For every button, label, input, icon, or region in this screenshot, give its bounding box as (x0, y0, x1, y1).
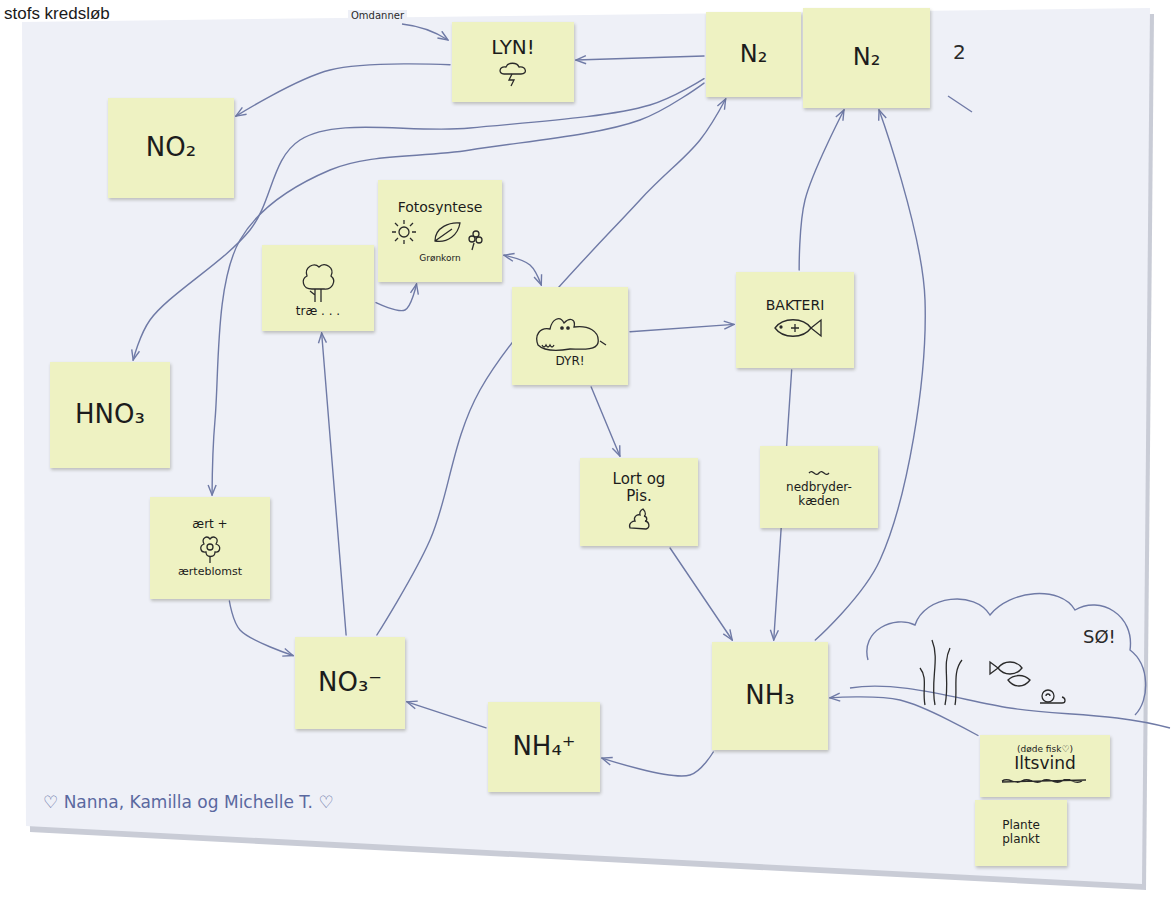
note-text: Plante plankt (982, 819, 1060, 847)
sticky-note: Lort og Pis. (580, 458, 698, 546)
pencil-arrow (236, 64, 450, 116)
fish (990, 662, 1022, 674)
fish (1008, 676, 1030, 687)
pencil-arrow (630, 324, 734, 331)
lake-drawing (850, 594, 1170, 728)
poop-doodle (626, 507, 652, 531)
pencil-arrow (377, 99, 726, 635)
pencil-arrow (799, 110, 844, 270)
note-text: Lort og Pis. (607, 471, 671, 506)
note-text: Fotosyntese (398, 199, 483, 215)
note-text: BAKTERI (766, 297, 825, 313)
pencil-arrow (322, 333, 346, 635)
author-signature: ♡ Nanna, Kamilla og Michelle T. ♡ (40, 792, 337, 812)
water-line (850, 686, 1170, 728)
note-text: NO₃⁻ (318, 668, 382, 698)
sticky-note: Fotosyntese Grønkorn (378, 180, 502, 282)
pencil-arrow (402, 24, 448, 40)
pencil-arrow (591, 387, 620, 456)
pencil-arrow (376, 284, 417, 311)
note-text: (døde fisk♡) (1017, 744, 1073, 754)
note-text: ært + (192, 518, 227, 532)
pencil-arrow (670, 548, 732, 640)
sun-leaf-doodle (390, 217, 490, 251)
pencil-arrow (504, 255, 541, 285)
note-text: Iltsvind (1014, 754, 1076, 774)
bug-scribble (807, 467, 831, 479)
paper-sheet (22, 8, 1150, 884)
sticky-note: (døde fisk♡)Iltsvind (980, 735, 1110, 797)
sticky-note: HNO₃ (50, 362, 170, 468)
water-plants (920, 640, 962, 705)
note-text: Grønkorn (419, 253, 461, 263)
note-text: NH₃ (745, 681, 794, 711)
pencil-arrow (830, 697, 978, 736)
sticky-note: Plante plankt (975, 800, 1067, 866)
sticky-note: ært + ærteblomst (150, 497, 270, 599)
sticky-note: NH₃ (712, 642, 828, 750)
sticky-note: træ . . . (262, 245, 374, 331)
cut-off-label: 2 (950, 40, 969, 64)
sticky-note: DYR! (512, 287, 628, 385)
snail-body (1040, 694, 1065, 703)
pencil-arrow (407, 702, 486, 728)
sticky-note: LYN! (452, 22, 574, 102)
note-text: træ . . . (296, 305, 340, 319)
sticky-note: NO₂ (108, 98, 234, 198)
lake-life (920, 640, 1065, 705)
lake-outline (867, 594, 1146, 715)
note-text: nedbryder-kæden (767, 481, 871, 509)
animal-doodle (530, 305, 610, 353)
note-text: N₂ (740, 41, 768, 69)
pencil-stroke (948, 96, 972, 112)
sticky-note: N₂ (706, 12, 801, 97)
pencil-arrow (602, 752, 713, 776)
pencil-arrow (229, 601, 293, 656)
sticky-note: BAKTERI (736, 272, 854, 368)
note-text: DYR! (555, 355, 584, 369)
fish-doodle (767, 315, 823, 341)
pencil-arrow (815, 110, 925, 640)
sticky-note: nedbryder-kæden (760, 446, 878, 528)
note-text: ærteblomst (178, 566, 242, 579)
note-text: LYN! (491, 36, 535, 59)
note-text: N₂ (853, 44, 881, 72)
pencil-arrow (576, 56, 704, 60)
flower-doodle (193, 534, 227, 564)
note-text: HNO₃ (75, 400, 145, 430)
tree-doodle (298, 259, 338, 303)
note-label: Omdanner (348, 10, 407, 22)
note-text: NO₂ (146, 133, 196, 163)
note-text: NH₄⁺ (512, 732, 575, 762)
crossed-out-scribble (1000, 776, 1090, 786)
sticky-note: NO₃⁻ (295, 637, 405, 729)
page-title: stofs kredsløb (4, 4, 110, 24)
lake-label: SØ! (1080, 626, 1119, 648)
sticky-note: NH₄⁺ (488, 702, 600, 792)
lightning-doodle (495, 61, 531, 87)
pencil-arrow (212, 83, 704, 495)
snail-shell (1042, 690, 1054, 702)
sticky-note: N₂ (803, 8, 930, 108)
